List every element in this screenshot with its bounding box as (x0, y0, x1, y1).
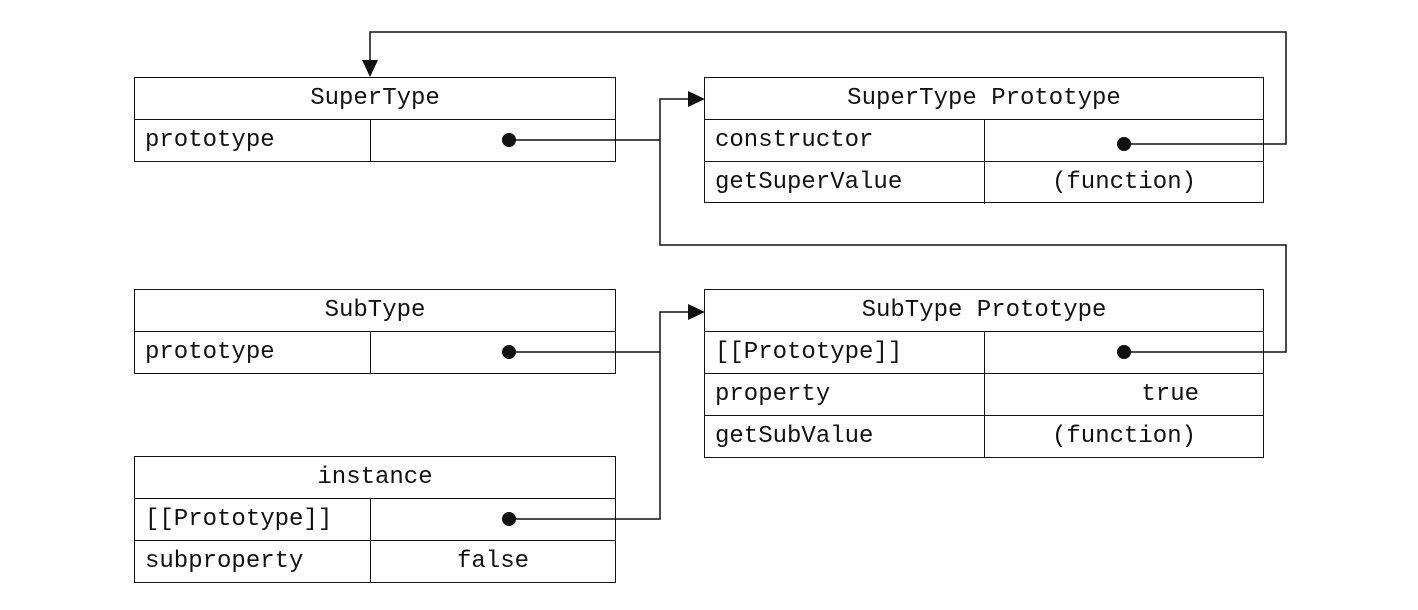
arrowhead-to-supertype (362, 60, 378, 77)
instance-row-proto: [[Prototype]] (135, 499, 615, 541)
subtype-prototype-box: SubType Prototype [[Prototype]] property… (704, 289, 1264, 458)
instance-title: instance (135, 457, 615, 499)
subtype-prototype-row-proto: [[Prototype]] (705, 332, 1263, 374)
subtype-prototype-row-getsubvalue: getSubValue (function) (705, 416, 1263, 458)
arrowhead-to-supertype-prototype (688, 91, 705, 107)
instance-proto-key: [[Prototype]] (135, 499, 371, 540)
subtype-prototype-title: SubType Prototype (705, 290, 1263, 332)
instance-proto-value (371, 499, 615, 540)
subtype-prototype-row-property: property true (705, 374, 1263, 416)
supertype-row-prototype: prototype (135, 120, 615, 162)
supertype-title: SuperType (135, 78, 615, 120)
supertype-prototype-row-constructor: constructor (705, 120, 1263, 162)
supertype-prototype-row-getsupervalue: getSuperValue (function) (705, 162, 1263, 204)
subtype-row-prototype: prototype (135, 332, 615, 374)
getsubvalue-value: (function) (1051, 423, 1197, 450)
subtype-prototype-key: prototype (135, 332, 371, 374)
getsubvalue-key: getSubValue (705, 416, 985, 458)
constructor-key: constructor (705, 120, 985, 161)
subtype-box: SubType prototype (134, 289, 616, 374)
subtype-prototype-proto-value (985, 332, 1263, 373)
property-value: true (1141, 381, 1199, 408)
arrowhead-to-subtype-prototype (688, 304, 705, 320)
subproperty-value: false (456, 548, 529, 575)
constructor-value (985, 120, 1263, 161)
instance-box: instance [[Prototype]] subproperty false (134, 456, 616, 583)
subtype-prototype-proto-key: [[Prototype]] (705, 332, 985, 373)
subtype-prototype-value (371, 332, 615, 374)
subproperty-key: subproperty (135, 541, 371, 583)
getsupervalue-key: getSuperValue (705, 162, 985, 204)
supertype-box: SuperType prototype (134, 77, 616, 162)
getsupervalue-value: (function) (1051, 169, 1197, 196)
supertype-prototype-box: SuperType Prototype constructor getSuper… (704, 77, 1264, 204)
instance-row-subproperty: subproperty false (135, 541, 615, 583)
property-key: property (705, 374, 985, 415)
subtype-title: SubType (135, 290, 615, 332)
supertype-prototype-title: SuperType Prototype (705, 78, 1263, 120)
supertype-prototype-value (371, 120, 615, 162)
supertype-prototype-key: prototype (135, 120, 371, 162)
